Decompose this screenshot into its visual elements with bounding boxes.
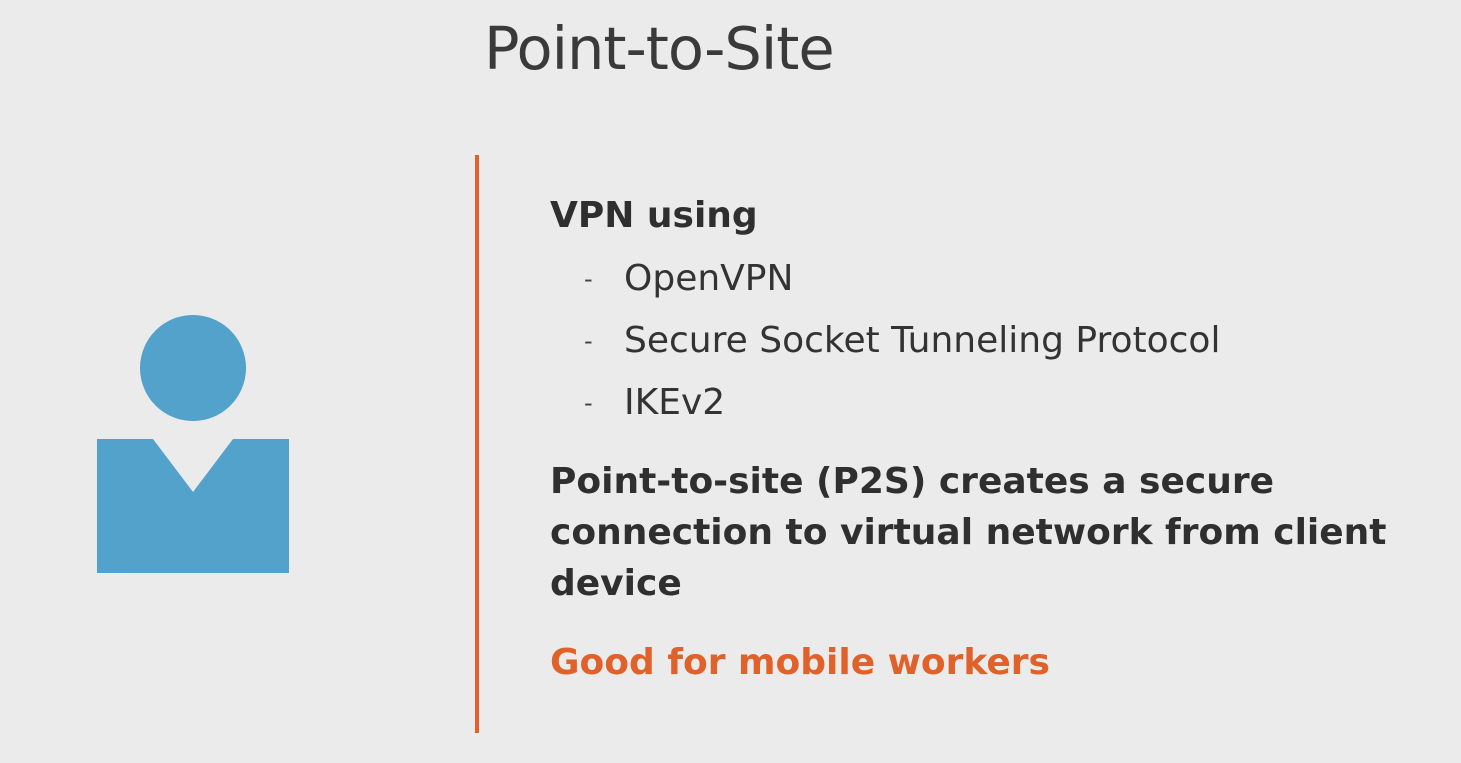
content-panel: VPN using - OpenVPN - Secure Socket Tunn… bbox=[550, 194, 1450, 687]
bullet-dash: - bbox=[584, 265, 593, 293]
list-item-label: Secure Socket Tunneling Protocol bbox=[624, 320, 1221, 361]
description-text: Point-to-site (P2S) creates a secure con… bbox=[550, 461, 1387, 604]
list-item-label: IKEv2 bbox=[624, 382, 726, 423]
divider-line bbox=[475, 155, 479, 733]
list-item: - IKEv2 bbox=[550, 372, 1450, 434]
bullet-dash: - bbox=[584, 327, 593, 355]
person-icon bbox=[97, 315, 289, 573]
highlight-text: Good for mobile workers bbox=[550, 642, 1050, 683]
list-item-label: OpenVPN bbox=[624, 258, 794, 299]
section-heading: VPN using bbox=[550, 195, 758, 236]
bullet-dash: - bbox=[584, 389, 593, 417]
list-item: - Secure Socket Tunneling Protocol bbox=[550, 310, 1450, 372]
protocol-list: - OpenVPN - Secure Socket Tunneling Prot… bbox=[550, 248, 1450, 434]
list-item: - OpenVPN bbox=[550, 248, 1450, 310]
slide-title: Point-to-Site bbox=[484, 14, 835, 83]
